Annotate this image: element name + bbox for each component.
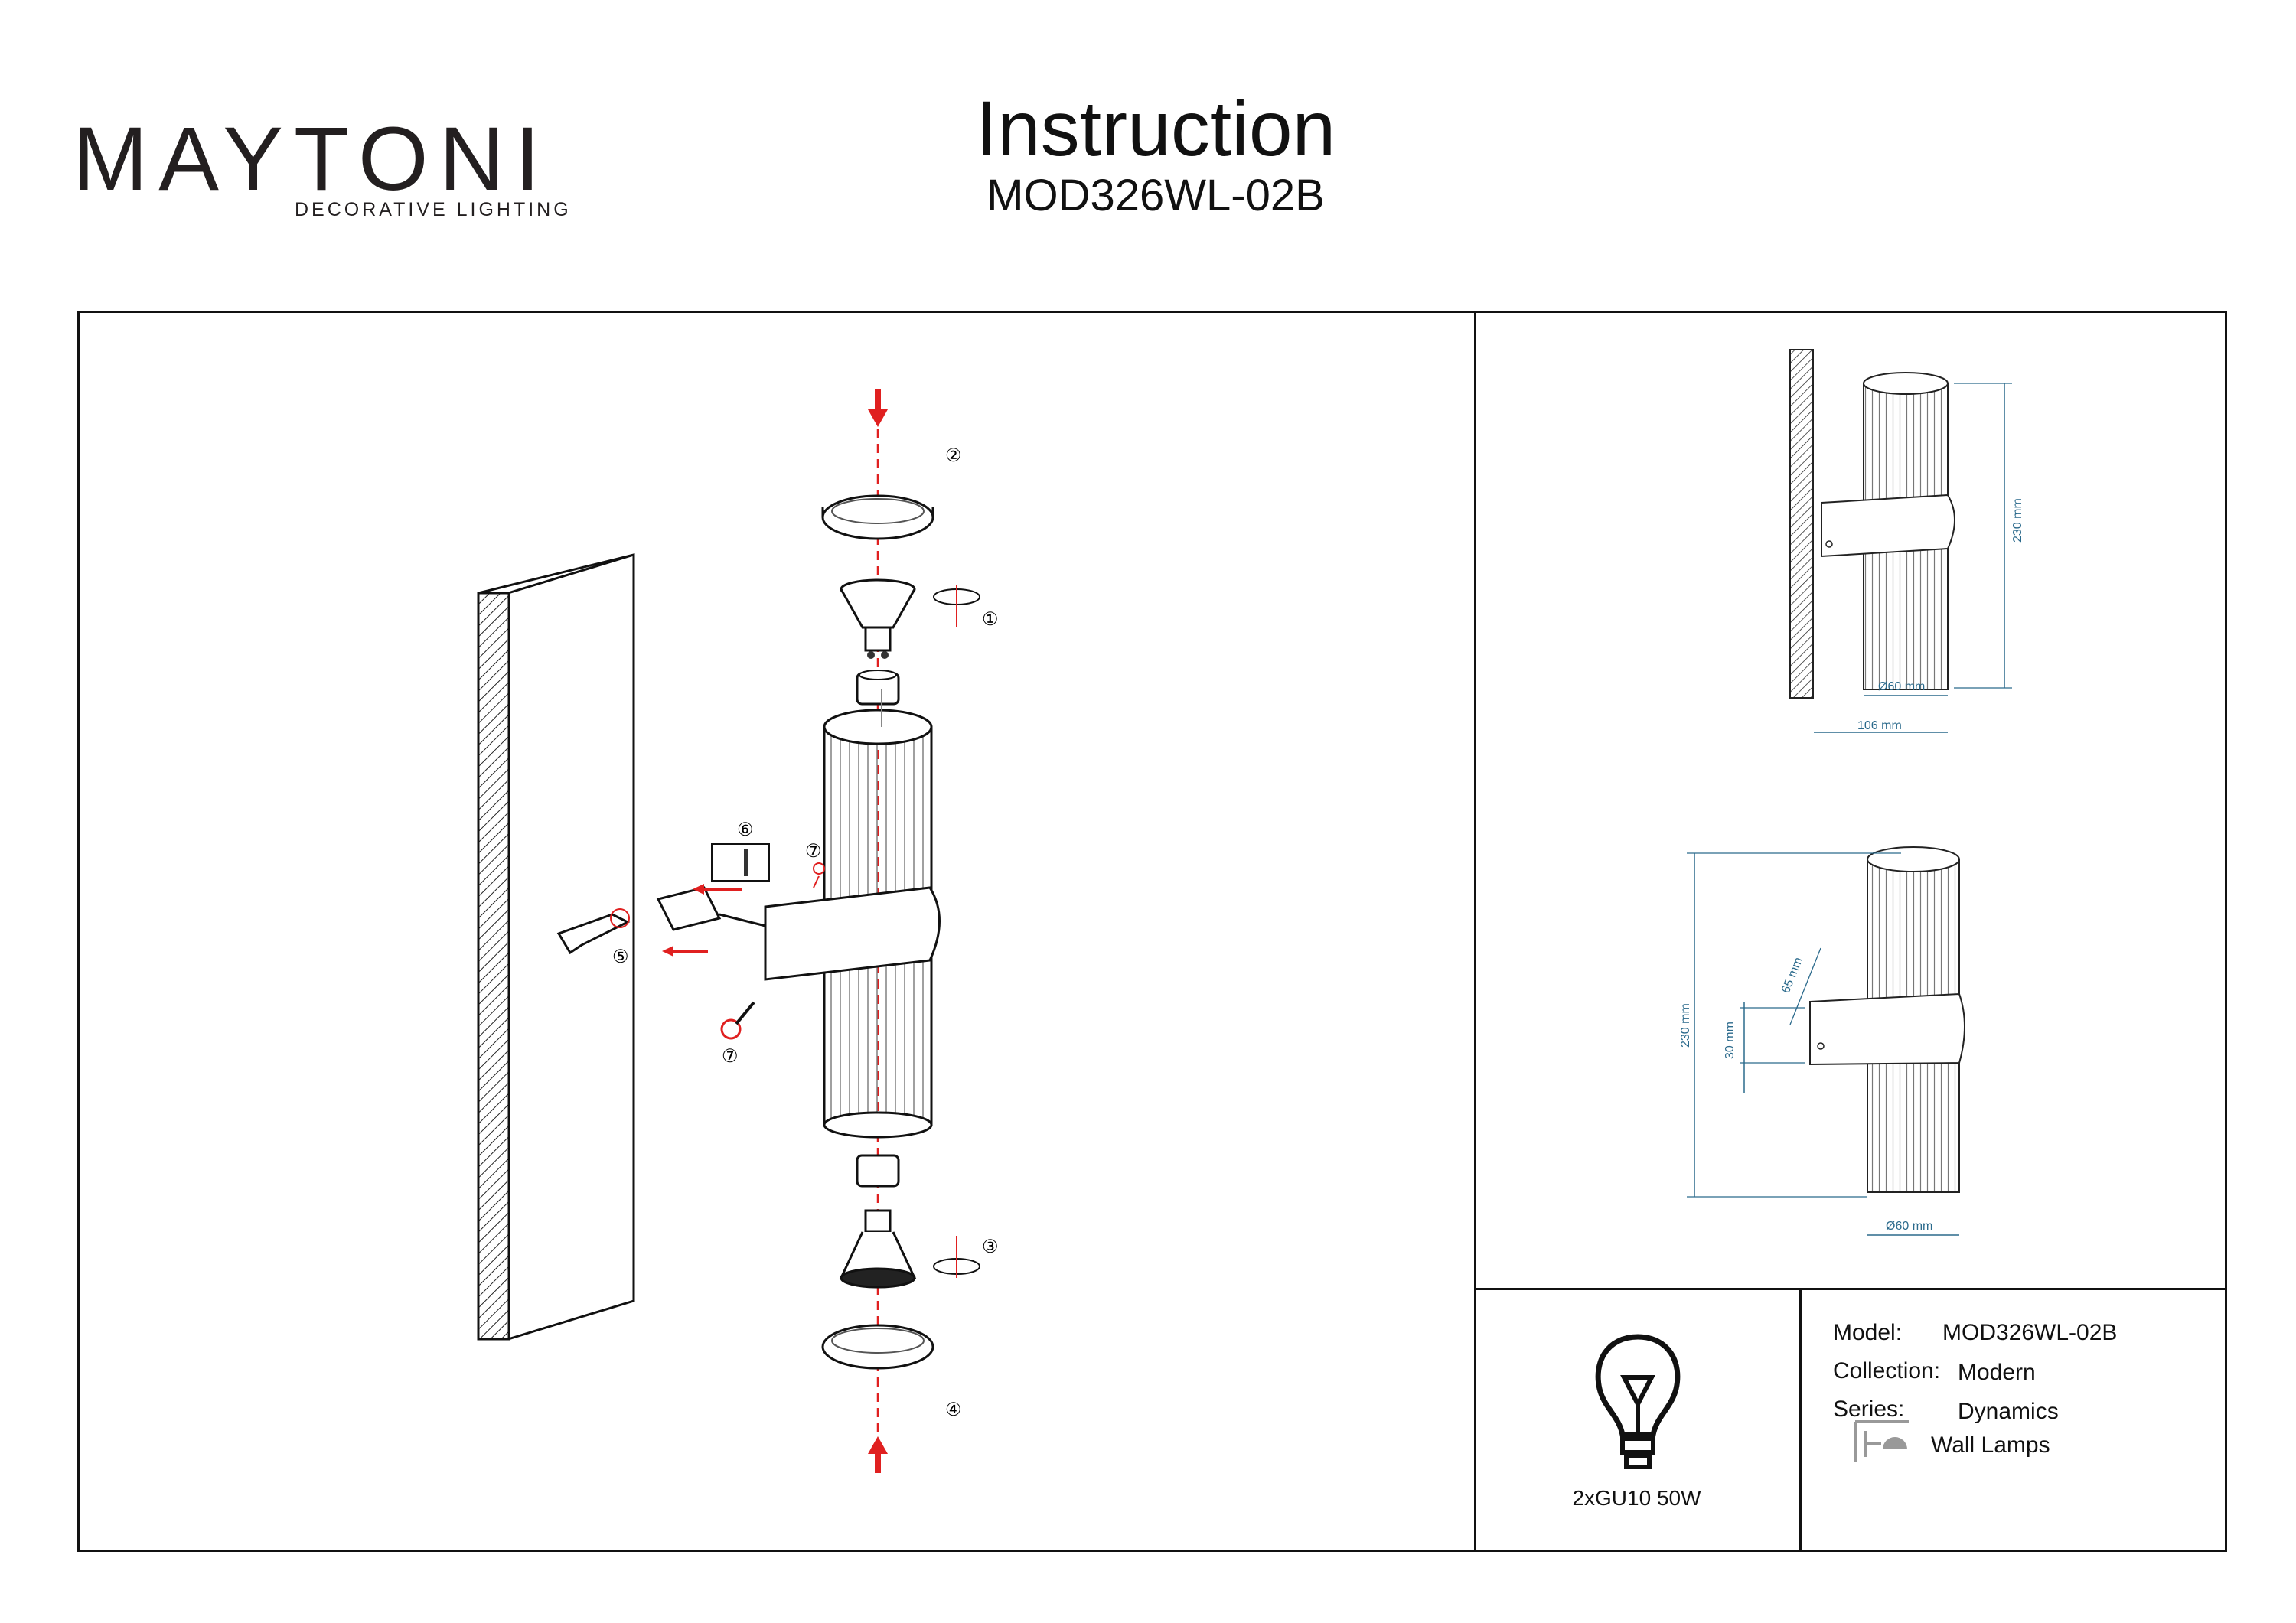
- divider-horizontal: [1474, 1288, 2227, 1290]
- bulb-icon: [1595, 1334, 1681, 1469]
- spec-type-value: Wall Lamps: [1931, 1432, 2050, 1458]
- bulb-label: 2xGU10 50W: [1572, 1486, 1701, 1510]
- dim-diameter-front: Ø60 mm: [1886, 1220, 1932, 1233]
- arrow-up-icon: [868, 1436, 888, 1473]
- rotate-icon: [933, 1236, 980, 1278]
- assembly-diagram: ② ① ⑥ ⑦ ⑤ ⑦ ③ ④: [477, 389, 999, 1473]
- spec-model-value: MOD326WL-02B: [1942, 1320, 2118, 1345]
- lamp-body: [764, 689, 941, 1139]
- bulb-top: [840, 578, 916, 659]
- dim-height-front: 230 mm: [1679, 1003, 1692, 1048]
- brand-tagline: DECORATIVE LIGHTING: [295, 199, 572, 220]
- side-view: 230 mm Ø60 mm 106 mm: [1789, 349, 2024, 733]
- spec-series-value: Dynamics: [1958, 1399, 2059, 1424]
- spec-series-label: Series:: [1833, 1396, 1905, 1422]
- spec-model-label: Model:: [1833, 1320, 1903, 1345]
- spec-collection-label: Collection:: [1833, 1358, 1941, 1383]
- front-view: 230 mm 30 mm 65 mm Ø60 mm: [1679, 846, 1965, 1236]
- divider-vertical-bottom: [1799, 1288, 1802, 1552]
- model-code: MOD326WL-02B: [987, 171, 1325, 220]
- arrow-down-icon: [868, 389, 888, 427]
- dimension-diagrams: 230 mm Ø60 mm 106 mm 230 mm 30 mm 65 mm …: [1679, 349, 2024, 1236]
- mounting-bracket: [556, 843, 825, 1040]
- step-marker: ⑤: [612, 947, 629, 967]
- step-marker: ⑦: [722, 1046, 739, 1067]
- dim-upper-front: 65 mm: [1779, 956, 1805, 996]
- brand-name: MAYTONI: [73, 109, 551, 210]
- rotate-icon: [933, 585, 980, 627]
- wall: [477, 553, 635, 1341]
- step-marker: ③: [982, 1237, 999, 1257]
- divider-vertical: [1474, 311, 1476, 1552]
- step-marker: ⑦: [805, 841, 822, 862]
- step-marker: ⑥: [737, 820, 754, 840]
- instruction-frame: [77, 311, 2227, 1552]
- wall-lamp-icon: [1854, 1420, 1909, 1462]
- brand-logo: MAYTONI DECORATIVE LIGHTING: [73, 92, 569, 230]
- step-marker: ①: [982, 609, 999, 630]
- dim-bracket-front: 30 mm: [1724, 1022, 1737, 1059]
- dim-diameter-side: Ø60 mm: [1878, 680, 1925, 693]
- step-marker: ②: [945, 445, 962, 466]
- top-ring: [821, 494, 934, 540]
- spec-collection-value: Modern: [1958, 1360, 2036, 1385]
- socket-bottom: [856, 1154, 900, 1188]
- bulb-bottom: [839, 1209, 917, 1289]
- dim-depth-side: 106 mm: [1857, 719, 1902, 732]
- bottom-ring: [821, 1324, 934, 1370]
- socket-top: [856, 670, 900, 706]
- dim-height-side: 230 mm: [2011, 498, 2024, 543]
- page-title: Instruction: [975, 85, 1336, 172]
- step-marker: ④: [945, 1400, 962, 1420]
